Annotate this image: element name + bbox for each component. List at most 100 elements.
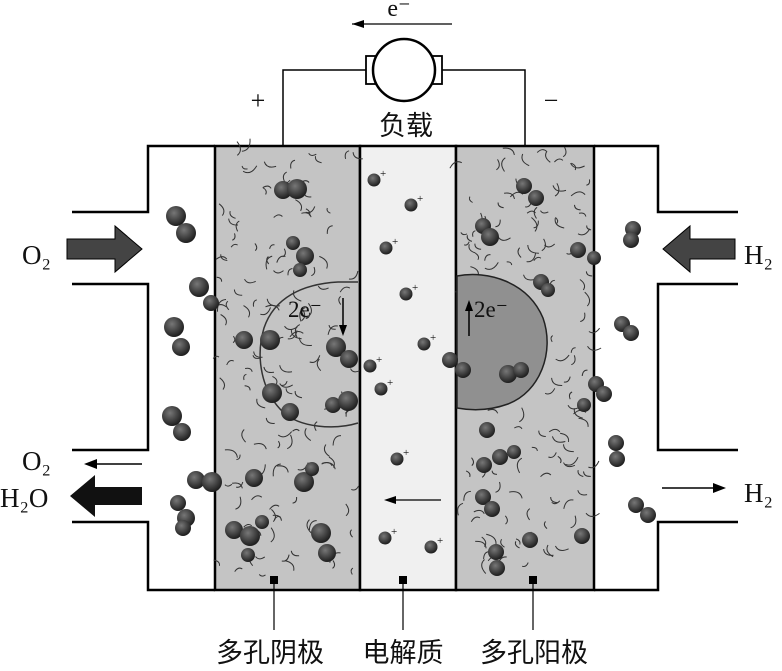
fiber-strand	[550, 335, 554, 343]
gas-molecule	[293, 263, 307, 277]
gas-molecule	[516, 178, 532, 194]
ion-charge-sign: +	[391, 526, 397, 538]
fiber-strand	[500, 538, 505, 548]
gas-molecule	[628, 497, 644, 513]
fiber-strand	[585, 271, 593, 277]
gas-molecule	[287, 179, 307, 199]
fiber-strand	[497, 202, 504, 209]
fiber-strand	[305, 312, 311, 319]
gas-molecule	[166, 206, 186, 226]
fiber-strand	[233, 289, 243, 296]
fiber-strand	[281, 554, 290, 562]
layer-label-markers	[270, 576, 537, 584]
fiber-strand	[345, 503, 350, 517]
fiber-strand	[228, 218, 239, 226]
gas-molecule	[340, 350, 358, 368]
fiber-strand	[279, 365, 293, 373]
fiber-strand	[299, 307, 306, 322]
gas-molecule	[541, 283, 555, 297]
fiber-strand	[526, 210, 536, 214]
fiber-strand	[563, 499, 574, 509]
fiber-strand	[519, 407, 525, 423]
fiber-strand	[338, 296, 342, 305]
fiber-strand	[495, 219, 501, 228]
gas-molecule	[202, 472, 222, 492]
electrolyte-ion	[424, 540, 438, 554]
fiber-strand	[236, 141, 241, 156]
fiber-strand	[235, 496, 242, 510]
gas-molecule	[164, 317, 184, 337]
fiber-strand	[301, 308, 306, 322]
fiber-strand	[579, 279, 586, 291]
gas-molecule	[574, 528, 590, 544]
gas-molecule	[476, 457, 492, 473]
load-label: 负载	[379, 111, 433, 142]
fiber-strand	[481, 536, 487, 547]
hydrogen-outlet-label: H₂	[744, 478, 773, 508]
fiber-strand	[308, 153, 317, 156]
fiber-strand	[551, 500, 561, 505]
fiber-strand	[265, 304, 280, 311]
gas-molecule	[475, 489, 491, 505]
fiber-strand	[470, 516, 481, 523]
fiber-strand	[235, 481, 244, 488]
fiber-strand	[213, 559, 221, 566]
ion-charge-sign: +	[412, 282, 418, 294]
fiber-strand	[254, 243, 258, 251]
fiber-strand	[269, 504, 280, 510]
fiber-strand	[543, 549, 554, 556]
gas-molecule	[294, 472, 314, 492]
fiber-strand	[266, 298, 280, 307]
fiber-strand	[272, 463, 281, 477]
electron-flow-arrowhead	[352, 20, 364, 28]
fiber-strand	[295, 199, 303, 212]
anode-electron-label: 2e⁻	[474, 297, 508, 322]
gas-molecule	[499, 365, 517, 383]
fiber-strand	[463, 241, 470, 246]
fiber-strand	[471, 457, 475, 466]
fiber-strand	[349, 529, 353, 538]
fiber-strand	[514, 426, 523, 430]
fiber-strand	[232, 335, 236, 344]
electrolyte-ion	[378, 531, 392, 545]
gas-molecule	[481, 228, 499, 246]
fiber-strand	[583, 471, 591, 477]
electrolyte-ion	[390, 452, 404, 466]
fiber-strand	[306, 519, 312, 534]
fiber-strand	[216, 276, 223, 282]
fiber-strand	[552, 185, 567, 192]
fiber-strand	[219, 377, 226, 390]
fiber-strand	[473, 509, 485, 514]
gas-molecule	[241, 548, 255, 562]
fiber-strand	[584, 291, 591, 307]
fiber-strand	[565, 456, 579, 466]
fiber-strand	[328, 456, 335, 468]
cathode-gas-chamber	[72, 144, 215, 592]
hydrogen-inlet-label: H₂	[744, 240, 773, 270]
gas-molecule	[173, 423, 191, 441]
fiber-strand	[586, 225, 592, 231]
fiber-strand	[350, 567, 354, 575]
ion-charge-sign: +	[392, 236, 398, 248]
fiber-strand	[281, 380, 288, 386]
gas-molecule	[189, 277, 209, 297]
fiber-strand	[241, 429, 246, 443]
gas-molecule	[587, 251, 601, 265]
gas-molecule	[187, 471, 205, 489]
fiber-strand	[586, 179, 591, 186]
fiber-strand	[273, 214, 283, 218]
fiber-strand	[533, 256, 542, 261]
fiber-strand	[514, 541, 520, 549]
fiber-strand	[251, 495, 263, 501]
fiber-strand	[515, 538, 521, 545]
gas-molecule	[489, 560, 505, 576]
fiber-strand	[316, 358, 322, 372]
gas-molecule	[484, 501, 500, 517]
ion-charge-sign: +	[376, 354, 382, 366]
fiber-strand	[294, 390, 303, 399]
fiber-strand	[588, 327, 601, 334]
fiber-strand	[282, 248, 286, 258]
oxygen-outlet-arrowhead	[84, 459, 97, 469]
cathode-reaction-zone	[259, 281, 359, 428]
